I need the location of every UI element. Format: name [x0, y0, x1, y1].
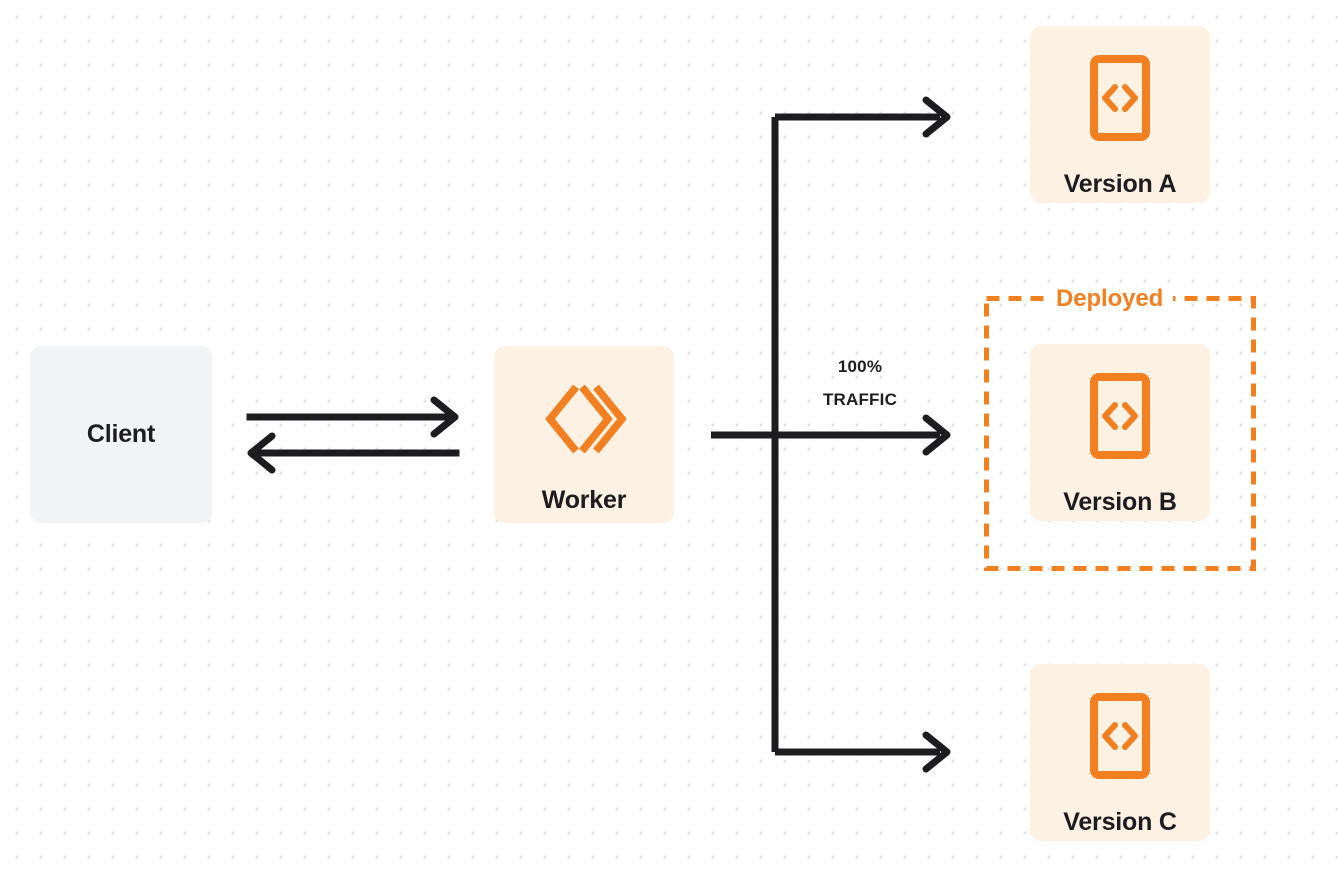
cloudflare-workers-logo-icon: [542, 377, 627, 466]
traffic-annotation: 100% TRAFFIC: [784, 350, 936, 416]
client-label: Client: [86, 420, 156, 448]
version-b-node[interactable]: Version B: [1030, 344, 1210, 521]
version-c-label: Version C: [1063, 808, 1177, 836]
arrow-worker-to-version-c: [775, 731, 951, 773]
code-file-icon: [1089, 54, 1151, 147]
version-a-label: Version A: [1063, 170, 1177, 198]
arrow-worker-to-client: [247, 432, 460, 474]
version-b-label: Version B: [1063, 488, 1177, 516]
worker-label: Worker: [541, 486, 627, 514]
arrow-worker-to-version-b: [775, 414, 951, 456]
arrow-worker-to-version-a: [775, 96, 951, 138]
code-file-icon: [1089, 692, 1151, 785]
traffic-percent: 100%: [837, 357, 883, 376]
deployed-group-label: Deployed: [1046, 287, 1174, 311]
version-a-node[interactable]: Version A: [1030, 26, 1210, 203]
worker-node[interactable]: Worker: [494, 346, 674, 523]
arrow-client-to-worker: [246, 396, 459, 438]
traffic-caption: TRAFFIC: [822, 390, 898, 409]
code-file-icon: [1089, 372, 1151, 465]
version-c-node[interactable]: Version C: [1030, 664, 1210, 841]
client-node[interactable]: Client: [30, 346, 212, 523]
